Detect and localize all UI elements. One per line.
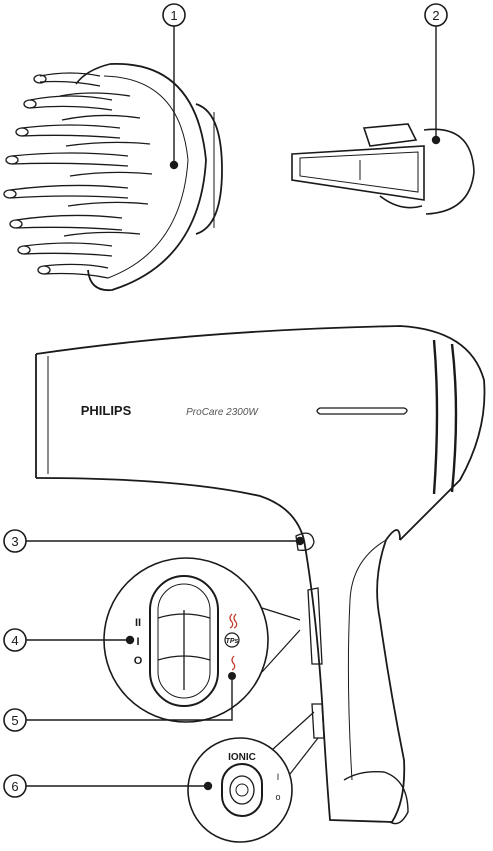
speed-high-label: II	[135, 617, 141, 629]
callout-1: 1	[163, 4, 185, 26]
speed-off-label: O	[134, 655, 143, 667]
callout-6: 6	[4, 775, 26, 797]
callout-3: 3	[4, 530, 26, 552]
diffuser-attachment	[4, 64, 222, 290]
ionic-zoom: IONIC I o	[188, 712, 318, 842]
brand-label: PHILIPS	[81, 403, 132, 418]
diffuser-fingers	[4, 73, 152, 278]
speed-low-label: I	[136, 636, 139, 648]
callout-1-number: 1	[170, 8, 177, 23]
callout-6-number: 6	[11, 779, 18, 794]
ionic-off-label: o	[275, 792, 280, 802]
concentrator-nozzle	[292, 124, 474, 214]
callout-5-number: 5	[11, 713, 18, 728]
callout-3-number: 3	[11, 534, 18, 549]
callout-2-number: 2	[432, 8, 439, 23]
model-label: ProCare 2300W	[186, 407, 259, 418]
callout-4-number: 4	[11, 633, 18, 648]
tps-badge-label: TPs	[226, 638, 239, 645]
callout-5: 5	[4, 709, 26, 731]
heat-indicator-dot	[228, 672, 236, 680]
ionic-on-label: I	[277, 772, 280, 782]
callout-4: 4	[4, 629, 26, 651]
callout-2: 2	[425, 4, 447, 26]
ionic-label: IONIC	[228, 752, 256, 763]
